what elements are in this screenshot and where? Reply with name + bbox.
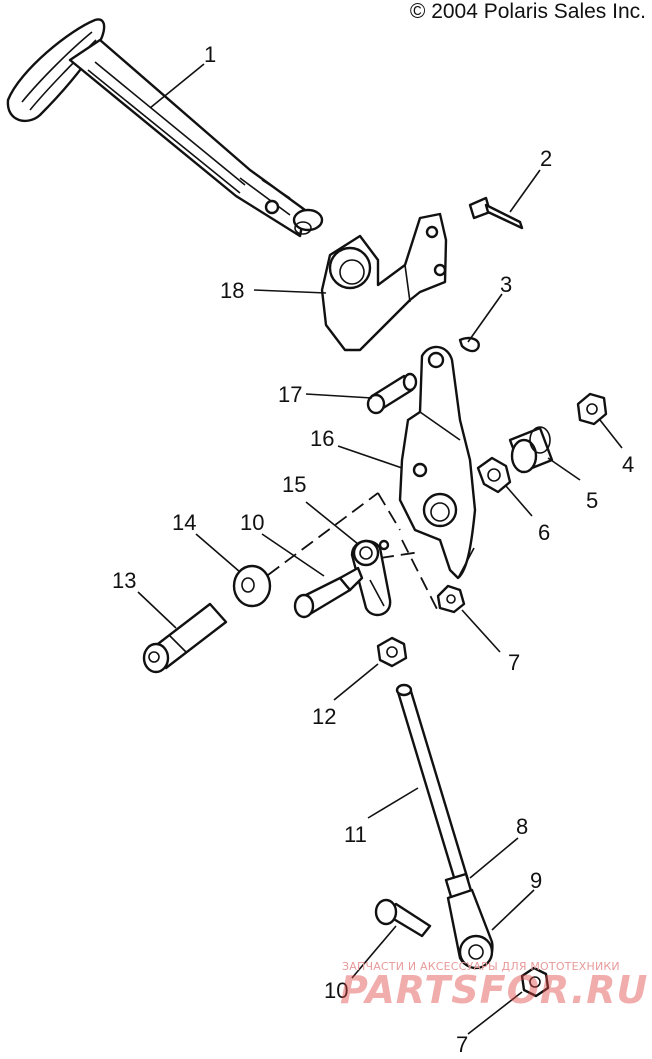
part-2-bolt (468, 196, 524, 230)
part-1-shift-lever (6, 18, 324, 238)
part-12-nut (376, 636, 408, 668)
callout-1: 1 (204, 42, 216, 67)
part-11-shift-rod (395, 683, 470, 886)
callout-10-lower: 10 (324, 978, 348, 1003)
callout-12: 12 (312, 704, 336, 729)
callout-8: 8 (516, 814, 528, 839)
part-5-bushing (508, 426, 554, 474)
callout-6: 6 (538, 520, 550, 545)
callout-14: 14 (172, 510, 196, 535)
part-7-nut-upper (436, 584, 466, 614)
leader-lines (137, 63, 623, 1035)
part-3-cotter-pin (458, 336, 480, 353)
part-4-nut (576, 392, 608, 426)
assembly-lines (267, 492, 441, 616)
callout-7-upper: 7 (508, 650, 520, 675)
watermark-logo: PARTSFOR.RU (340, 968, 649, 1012)
callout-7-lower: 7 (456, 1032, 468, 1054)
callout-5: 5 (586, 488, 598, 513)
callout-17: 17 (278, 382, 302, 407)
callout-3: 3 (500, 272, 512, 297)
part-16-bell-crank (398, 345, 477, 580)
callout-11: 11 (344, 822, 367, 847)
copyright-notice: © 2004 Polaris Sales Inc. (409, 0, 646, 23)
callout-9: 9 (530, 868, 542, 893)
part-17-clevis-pin (366, 372, 418, 415)
callout-labels: 1 2 3 4 5 6 7 8 9 10 10 11 12 13 14 15 1… (112, 42, 634, 1057)
part-10-bolt-upper (293, 566, 364, 619)
callout-10-upper: 10 (240, 510, 264, 535)
callout-4: 4 (622, 452, 634, 477)
watermark-tagline: ЗАПЧАСТИ И АКСЕССУАРЫ ДЛЯ МОТОТЕХНИКИ (342, 960, 620, 973)
part-13-shoulder-bolt (142, 602, 228, 674)
part-6-washer (476, 456, 512, 494)
part-14-washer (232, 564, 272, 608)
part-15-rod-end (350, 539, 392, 617)
callout-2: 2 (540, 146, 552, 171)
part-18-bracket (320, 212, 448, 352)
callout-15: 15 (282, 472, 306, 497)
callout-18: 18 (220, 278, 244, 303)
part-7-nut-lower (520, 966, 550, 998)
callout-13: 13 (112, 568, 136, 593)
callout-16: 16 (310, 426, 334, 451)
part-10-bolt-lower (374, 898, 432, 938)
part-9-rod-end-lower (446, 888, 494, 970)
